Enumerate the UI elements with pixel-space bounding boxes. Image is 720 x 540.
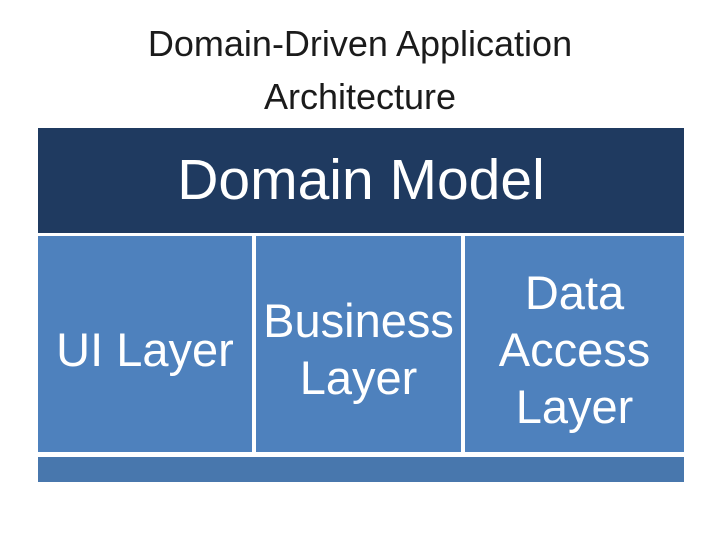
ui-layer-box: UI Layer	[38, 236, 252, 452]
slide-title: Domain-Driven Application Architecture	[147, 23, 573, 117]
diagram-footer-bar	[38, 457, 684, 482]
data-access-layer-box: Data Access Layer	[465, 236, 684, 452]
data-access-layer-label: Data Access Layer	[498, 265, 651, 433]
ui-layer-label: UI Layer	[56, 322, 234, 376]
domain-model-label: Domain Model	[177, 148, 545, 212]
business-layer-box: Business Layer	[256, 236, 461, 452]
domain-model-header-box: Domain Model	[38, 128, 684, 233]
architecture-diagram: Domain Model UI Layer Business Layer Dat…	[38, 128, 684, 482]
business-layer-label: Business Layer	[263, 294, 454, 404]
